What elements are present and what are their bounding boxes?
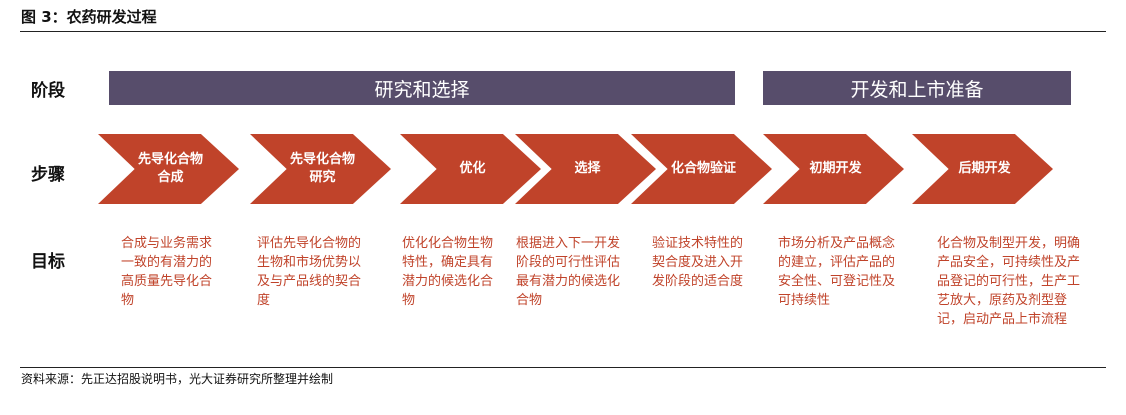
row-label-steps: 步骤 bbox=[31, 165, 65, 185]
phase-bar-development: 开发和上市准备 bbox=[763, 71, 1071, 105]
goal-text-late-development: 化合物及制型开发，明确产品安全，可持续性及产品登记的可行性，生产工艺放大，原药及… bbox=[937, 236, 1081, 327]
goal-text-lead-synthesis: 合成与业务需求一致的有潜力的高质量先导化合物 bbox=[121, 236, 213, 308]
goal-text-compound-validation: 验证技术特性的契合度及进入开发阶段的适合度 bbox=[652, 236, 744, 289]
phase-label: 开发和上市准备 bbox=[850, 78, 984, 101]
step-label: 优化 bbox=[459, 161, 486, 176]
goal-text-selection: 根据进入下一开发阶段的可行性评估最有潜力的候选化合物 bbox=[516, 236, 621, 308]
phase-label: 研究和选择 bbox=[374, 78, 470, 101]
goal-text-optimization: 优化化合物生物特性，确定具有潜力的候选化合物 bbox=[402, 236, 494, 308]
step-arrow-optimization: 优化 bbox=[400, 134, 541, 204]
step-arrow-early-development: 初期开发 bbox=[763, 134, 904, 204]
step-label: 后期开发 bbox=[958, 161, 1011, 176]
row-label-goals: 目标 bbox=[31, 252, 65, 272]
step-label: 先导化合物合成 bbox=[137, 152, 203, 185]
step-label: 先导化合物研究 bbox=[289, 152, 355, 185]
source-note: 资料来源：先正达招股说明书，光大证券研究所整理并绘制 bbox=[21, 372, 334, 386]
phase-bar-research: 研究和选择 bbox=[109, 71, 735, 105]
step-label: 化合物验证 bbox=[670, 161, 736, 176]
bottom-divider bbox=[20, 367, 1106, 368]
figure-title: 图 3：农药研发过程 bbox=[21, 8, 157, 26]
row-label-phase: 阶段 bbox=[31, 81, 65, 101]
step-label: 选择 bbox=[574, 161, 601, 176]
top-divider bbox=[20, 31, 1106, 32]
step-arrow-lead-research: 先导化合物研究 bbox=[250, 134, 391, 204]
goal-text-early-development: 市场分析及产品概念的建立，评估产品的安全性、可登记性及可持续性 bbox=[778, 236, 896, 308]
step-label: 初期开发 bbox=[809, 161, 862, 176]
step-arrow-late-development: 后期开发 bbox=[912, 134, 1053, 204]
step-arrow-lead-synthesis: 先导化合物合成 bbox=[98, 134, 239, 204]
goal-text-lead-research: 评估先导化合物的生物和市场优势以及与产品线的契合度 bbox=[257, 236, 362, 308]
